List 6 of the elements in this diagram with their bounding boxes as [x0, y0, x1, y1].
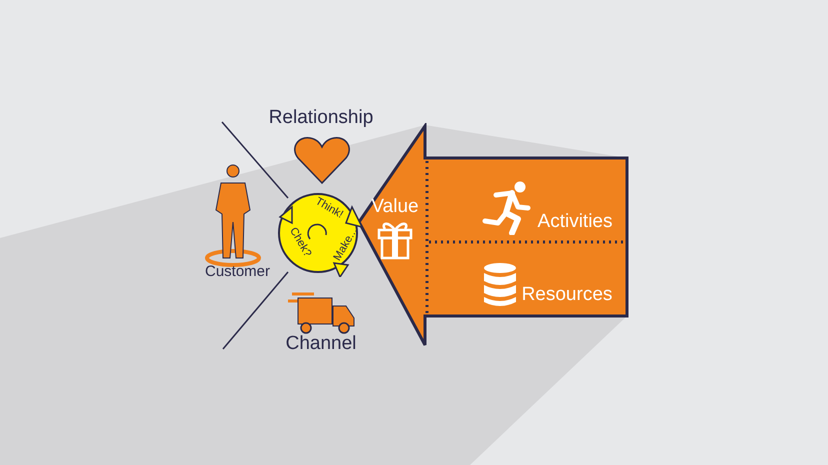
section-label: Customer	[204, 264, 272, 279]
node-label: Resources	[522, 285, 612, 304]
node-label: Activities	[538, 212, 612, 231]
section-label: Relationship	[268, 108, 374, 127]
section-label: Channel	[284, 334, 358, 353]
node-label: Value	[371, 197, 419, 216]
